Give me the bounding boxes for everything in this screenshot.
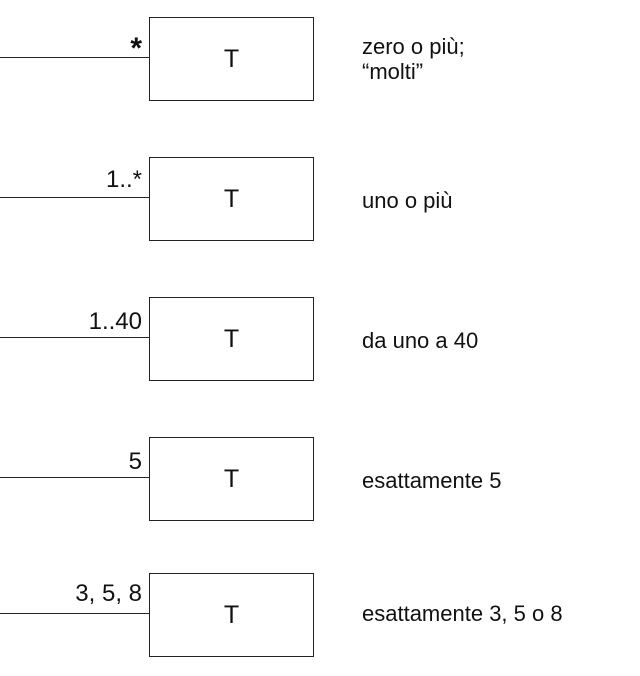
association-line bbox=[0, 337, 149, 338]
multiplicity-row: * T zero o più; “molti” bbox=[0, 0, 640, 120]
class-box: T bbox=[149, 157, 314, 241]
description-line: uno o più bbox=[362, 188, 453, 213]
multiplicity-label: * bbox=[130, 32, 142, 65]
multiplicity-description: esattamente 3, 5 o 8 bbox=[362, 601, 563, 626]
multiplicity-label: 1..40 bbox=[88, 308, 142, 335]
class-name: T bbox=[223, 44, 240, 73]
multiplicity-row: 5 T esattamente 5 bbox=[0, 420, 640, 540]
description-line: esattamente 5 bbox=[362, 468, 502, 493]
multiplicity-label: 5 bbox=[128, 448, 142, 475]
multiplicity-description: zero o più; “molti” bbox=[362, 34, 465, 84]
description-line: “molti” bbox=[362, 59, 424, 84]
class-box: T bbox=[149, 17, 314, 101]
association-line bbox=[0, 57, 149, 58]
multiplicity-row: 1..40 T da uno a 40 bbox=[0, 280, 640, 400]
class-box: T bbox=[149, 297, 314, 381]
description-line: da uno a 40 bbox=[362, 328, 479, 353]
multiplicity-diagram: * T zero o più; “molti” 1..* T uno o più… bbox=[0, 0, 640, 657]
multiplicity-description: da uno a 40 bbox=[362, 328, 478, 353]
class-name: T bbox=[223, 464, 240, 493]
class-name: T bbox=[223, 600, 240, 629]
association-line bbox=[0, 477, 149, 478]
class-box: T bbox=[149, 437, 314, 521]
class-box: T bbox=[149, 573, 314, 657]
description-line: esattamente 3, 5 o 8 bbox=[362, 601, 563, 626]
multiplicity-description: uno o più bbox=[362, 188, 453, 213]
class-name: T bbox=[223, 184, 240, 213]
multiplicity-row: 3, 5, 8 T esattamente 3, 5 o 8 bbox=[0, 556, 640, 676]
association-line bbox=[0, 197, 149, 198]
class-name: T bbox=[223, 324, 240, 353]
multiplicity-row: 1..* T uno o più bbox=[0, 140, 640, 260]
multiplicity-label: 1..* bbox=[105, 166, 142, 193]
association-line bbox=[0, 613, 149, 614]
multiplicity-label: 3, 5, 8 bbox=[75, 580, 142, 607]
multiplicity-description: esattamente 5 bbox=[362, 468, 501, 493]
description-line: zero o più; bbox=[362, 34, 465, 59]
